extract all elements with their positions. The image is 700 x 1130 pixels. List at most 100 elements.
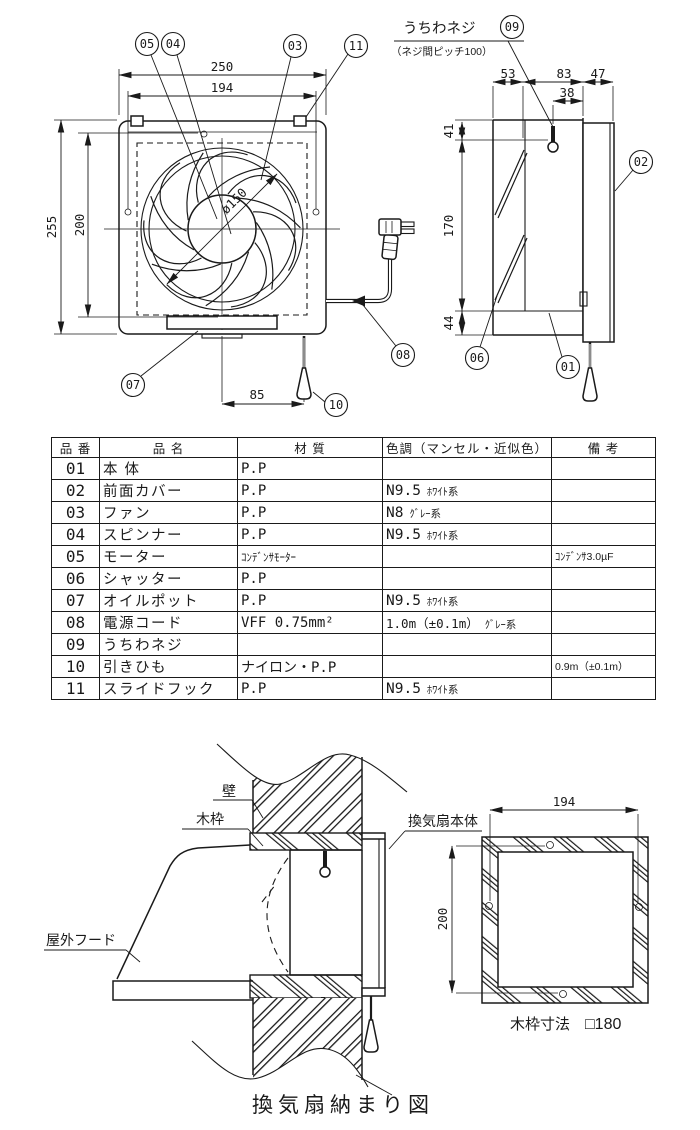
svg-text:09: 09 — [505, 20, 519, 34]
svg-text:05: 05 — [140, 37, 154, 51]
callout-01: 01 — [555, 354, 581, 380]
svg-text:06: 06 — [470, 351, 484, 365]
side-view-callouts: うちわネジ （ネジ間ピッチ100） 09 02 06 01 — [391, 14, 654, 380]
svg-text:03: 03 — [288, 39, 302, 53]
part-name: 前面カバー — [99, 479, 238, 502]
callout-02: 02 — [628, 149, 654, 175]
part-color — [382, 457, 552, 480]
frame-size-value: □180 — [585, 1016, 621, 1033]
color-code: N9.5 — [386, 526, 421, 543]
pull-cord — [296, 336, 312, 402]
cord-knob — [296, 367, 312, 400]
oil-pot — [166, 315, 278, 339]
table-row: 10 引きひも ナイロン・P.P 0.9m（±0.1m） — [51, 655, 656, 678]
col-header-part-name: 品 名 — [99, 437, 238, 458]
dim-depth-mid: 83 — [556, 66, 571, 81]
table-row: 11 スライドフック P.P N9.5 ﾎﾜｲﾄ系 — [51, 677, 656, 700]
part-note — [551, 611, 656, 634]
table-row: 08 電源コード VFF 0.75mm² 1.0m（±0.1m）ｸﾞﾚｰ系 — [51, 611, 656, 634]
wood-frame-dimension-view: 194 200 木枠寸法 □180 — [435, 794, 649, 1033]
part-color — [382, 545, 552, 568]
front-cover-side — [582, 122, 615, 343]
screw-label: うちわネジ — [403, 20, 476, 37]
wood-frame-label: 木枠 — [196, 811, 224, 827]
color-name: ｸﾞﾚｰ系 — [484, 618, 517, 631]
part-number: 06 — [51, 567, 100, 590]
callout-09: 09 — [499, 14, 525, 40]
part-name: スライドフック — [99, 677, 238, 700]
dim-frame-height: 200 — [435, 908, 450, 931]
color-name: ﾎﾜｲﾄ系 — [426, 683, 459, 696]
part-number: 07 — [51, 589, 100, 612]
front-view-callouts: 05 04 03 11 07 08 10 — [120, 31, 416, 418]
part-note — [551, 457, 656, 480]
shutter-slats — [494, 149, 528, 304]
part-note — [551, 589, 656, 612]
table-row: 09 うちわネジ — [51, 633, 656, 656]
color-code: N9.5 — [386, 680, 421, 697]
part-note — [551, 479, 656, 502]
part-color: N9.5 ﾎﾜｲﾄ系 — [382, 677, 552, 700]
part-note — [551, 567, 656, 590]
side-view: 53 83 47 38 41 170 44 うちわネジ （ネジ間ピッチ100） — [391, 14, 654, 402]
cord-knob-side — [582, 367, 598, 402]
dim-bottom-offset: 44 — [441, 315, 456, 330]
part-material: VFF 0.75mm² — [237, 611, 383, 634]
part-material — [237, 633, 383, 656]
part-number: 11 — [51, 677, 100, 700]
color-name: ﾎﾜｲﾄ系 — [426, 485, 459, 498]
color-name: ｸﾞﾚｰ系 — [409, 507, 441, 520]
part-number: 04 — [51, 523, 100, 546]
part-note — [551, 677, 656, 700]
screw-pitch-label: （ネジ間ピッチ100） — [391, 46, 493, 58]
dim-frame-width: 194 — [553, 794, 576, 809]
part-color: 1.0m（±0.1m）ｸﾞﾚｰ系 — [382, 611, 552, 634]
dim-depth-front: 47 — [590, 66, 605, 81]
callout-08: 08 — [390, 342, 416, 368]
butterfly-screw — [547, 126, 559, 153]
parts-table-header-row: 品 番 品 名 材 質 色調（マンセル・近似色） 備 考 — [51, 437, 656, 458]
part-number: 01 — [51, 457, 100, 480]
pull-cord-side — [582, 342, 598, 402]
part-color — [382, 655, 552, 678]
col-header-color: 色調（マンセル・近似色） — [382, 437, 552, 458]
dim-top-offset: 41 — [441, 123, 456, 138]
part-number: 08 — [51, 611, 100, 634]
svg-text:07: 07 — [126, 378, 140, 392]
outdoor-hood — [112, 844, 253, 1001]
svg-text:01: 01 — [561, 360, 575, 374]
part-number: 03 — [51, 501, 100, 524]
wall-hatch-bottom — [253, 998, 362, 1079]
dim-opening-width: 194 — [211, 80, 234, 95]
frame-size-label: 木枠寸法 — [510, 1016, 570, 1033]
cord-knob-install — [363, 1019, 379, 1053]
part-name: うちわネジ — [99, 633, 238, 656]
callout-04: 04 — [160, 31, 186, 57]
dim-outer-height: 255 — [44, 216, 59, 239]
plug-icon — [378, 218, 415, 236]
part-name: ファン — [99, 501, 238, 524]
side-view-dimensions: 53 83 47 38 41 170 44 — [441, 66, 614, 336]
part-note — [551, 633, 656, 656]
part-name: 電源コード — [99, 611, 238, 634]
callout-11: 11 — [343, 33, 369, 59]
wall-hatch-top — [253, 753, 362, 833]
col-header-part-no: 品 番 — [51, 437, 100, 458]
part-material: P.P — [237, 677, 383, 700]
svg-text:04: 04 — [166, 37, 180, 51]
callout-10: 10 — [323, 392, 349, 418]
install-section-view: 壁 木枠 屋外フード 換気扇本体 — [44, 743, 482, 1096]
part-color: N9.5 ﾎﾜｲﾄ系 — [382, 523, 552, 546]
slide-hook-right — [293, 115, 307, 127]
part-material: P.P — [237, 457, 383, 480]
install-labels: 壁 木枠 屋外フード 換気扇本体 — [44, 783, 482, 963]
color-name: ﾎﾜｲﾄ系 — [426, 529, 459, 542]
front-view: ø150 — [44, 31, 416, 418]
dim-screw-offset: 38 — [559, 85, 574, 100]
